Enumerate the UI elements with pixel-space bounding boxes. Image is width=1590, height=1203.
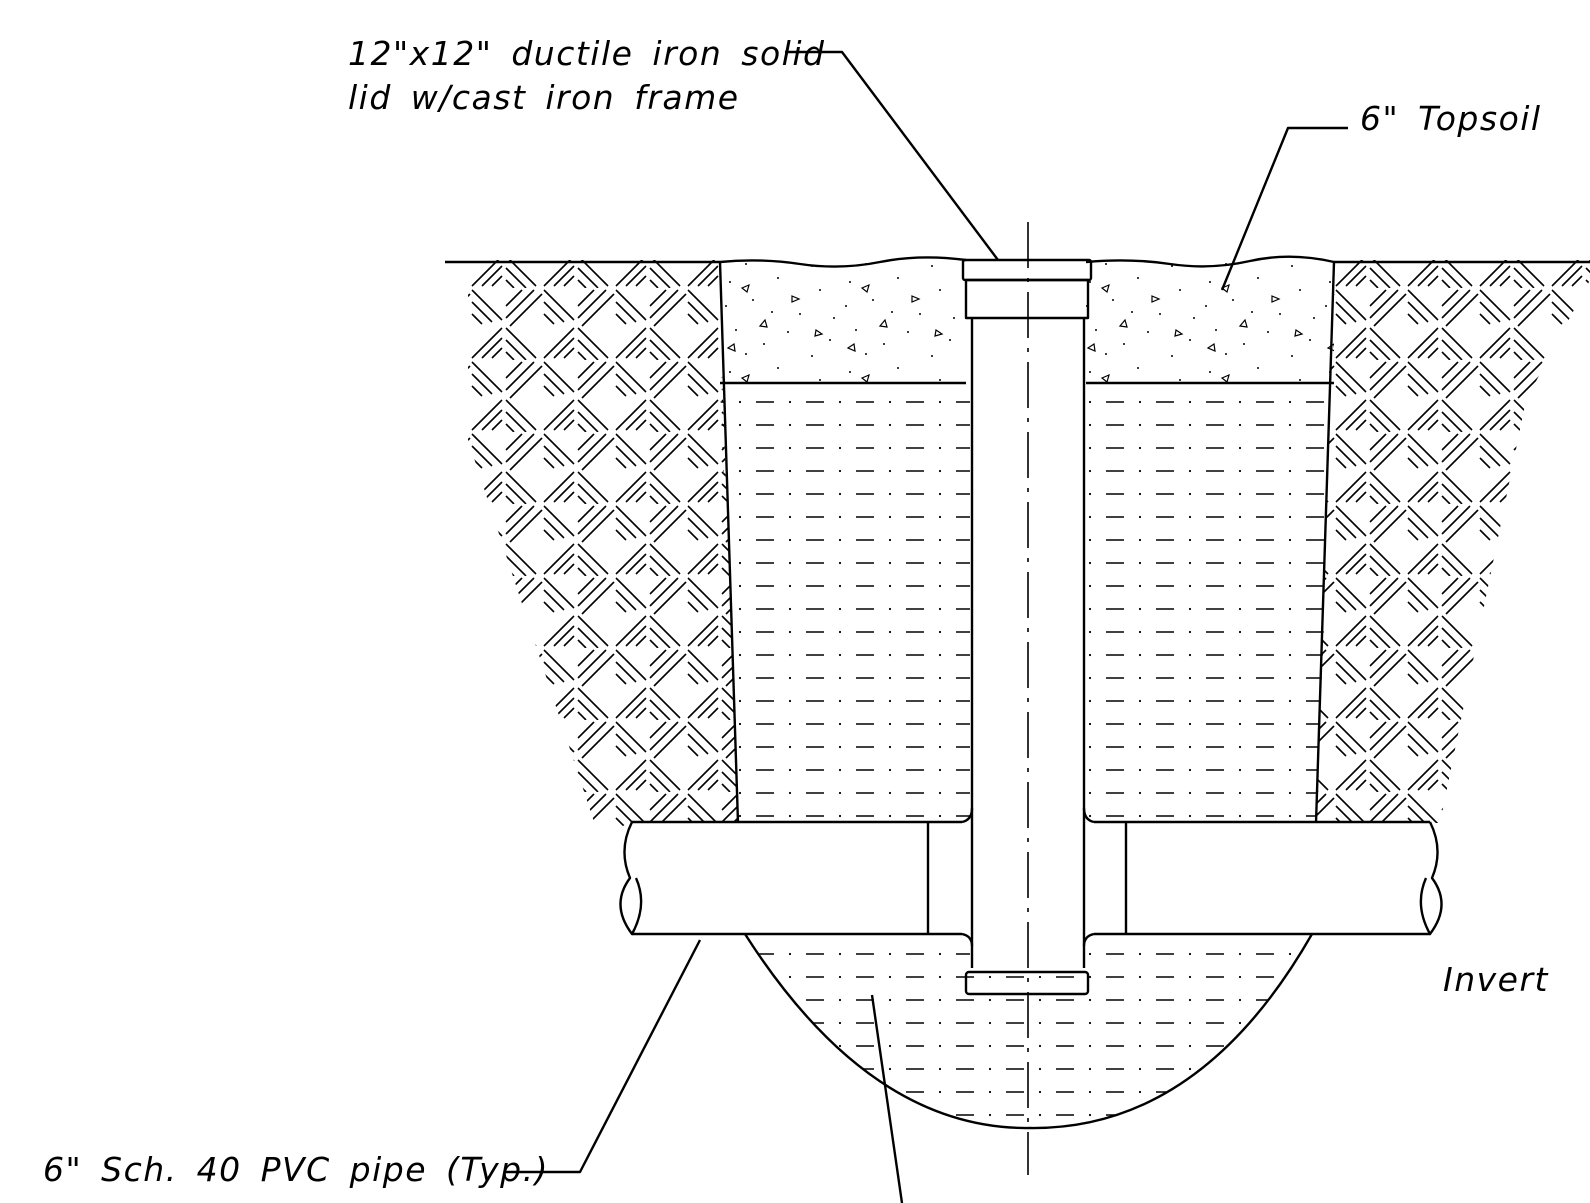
lid-callout: 12"x12" ductile iron solid lid w/cast ir… (348, 32, 825, 120)
topsoil-layer-left (720, 262, 966, 383)
trench-wall-right (1314, 261, 1336, 824)
bedding-outline (743, 933, 1314, 1130)
trench-wall-left (718, 261, 740, 824)
backfill-right (1085, 386, 1334, 820)
pipe-break-right (1419, 821, 1443, 936)
pipe-break-left (619, 821, 643, 936)
lid-callout-line-1: 12"x12" ductile iron solid (348, 34, 826, 73)
bedding-leader (870, 994, 904, 1203)
invert-callout: Invert (1443, 958, 1549, 1002)
pipe-callout-text: 6" Sch. 40 PVC pipe (Typ.) (43, 1150, 549, 1189)
topsoil-callout: 6" Topsoil (1360, 97, 1542, 141)
pvc-pipe-horizontal (632, 820, 1430, 936)
riser-pipe (970, 318, 1086, 968)
lid-callout-line-2: lid w/cast iron frame (348, 78, 740, 117)
native-soil-right (1316, 260, 1590, 823)
invert-callout-text: Invert (1443, 960, 1549, 999)
finished-grade (719, 255, 1335, 268)
backfill-left (720, 386, 970, 820)
cast-iron-frame (964, 278, 1090, 320)
topsoil-layer-right (1086, 262, 1334, 383)
native-soil-left (468, 260, 738, 840)
pipe-callout: 6" Sch. 40 PVC pipe (Typ.) (43, 1148, 549, 1192)
lid-leader (785, 50, 999, 261)
pipe-leader (506, 939, 702, 1174)
cast-iron-lid (961, 258, 1093, 282)
cleanout-plug (964, 970, 1090, 996)
topsoil-leader (1220, 126, 1348, 291)
topsoil-callout-text: 6" Topsoil (1360, 99, 1542, 138)
